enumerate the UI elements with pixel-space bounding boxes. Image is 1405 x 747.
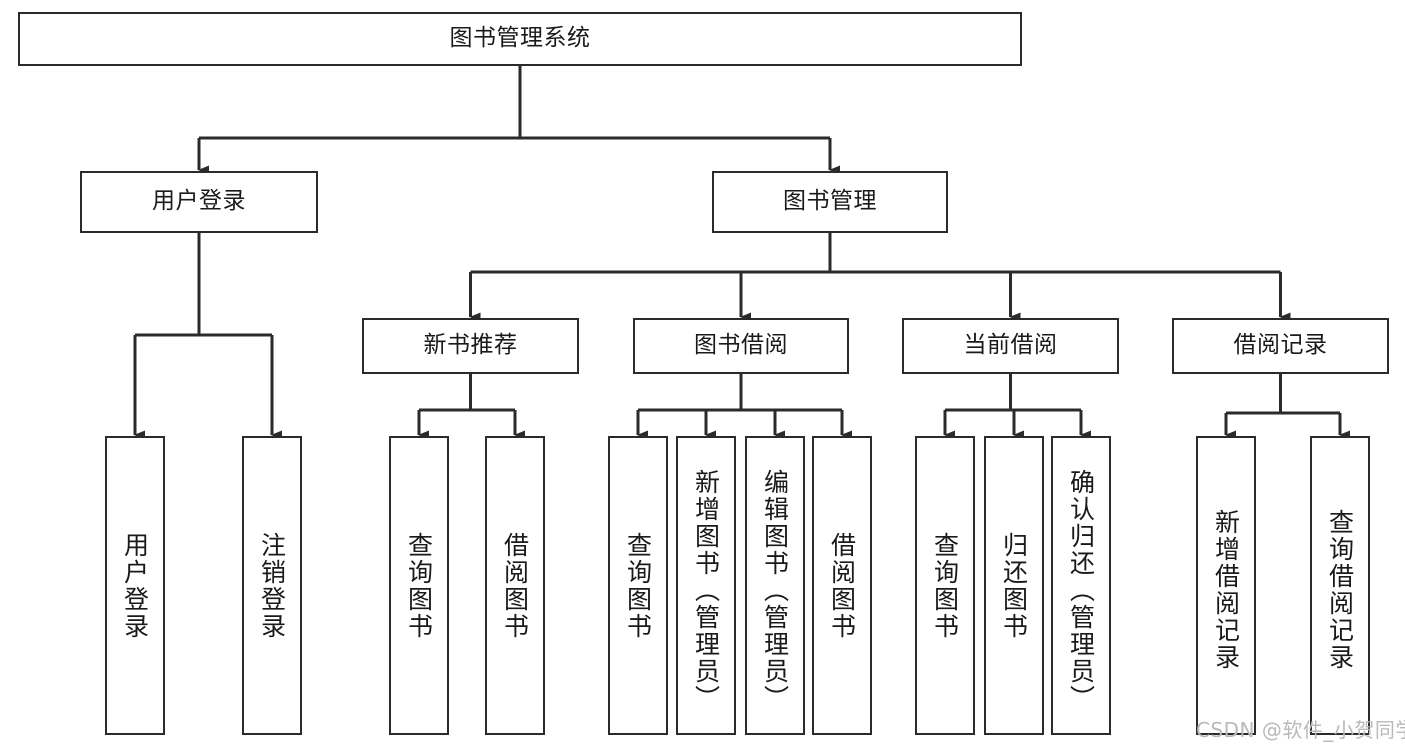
- node-label: 确认归还（管理员）: [1066, 468, 1096, 712]
- node-leaf-borrow-book-rec[interactable]: 借阅图书: [485, 436, 545, 735]
- node-label: 新增图书（管理员）: [691, 468, 721, 712]
- node-leaf-confirm-return[interactable]: 确认归还（管理员）: [1051, 436, 1111, 735]
- node-leaf-return-book[interactable]: 归还图书: [984, 436, 1044, 735]
- node-book-borrow[interactable]: 图书借阅: [633, 318, 849, 374]
- node-leaf-borrow-book[interactable]: 借阅图书: [812, 436, 872, 735]
- node-label: 新增借阅记录: [1211, 509, 1241, 671]
- node-label: 查询图书: [930, 531, 960, 640]
- node-label: 查询图书: [404, 531, 434, 640]
- node-label: 新书推荐: [423, 332, 518, 359]
- node-root[interactable]: 图书管理系统: [18, 12, 1022, 66]
- node-new-book-rec[interactable]: 新书推荐: [362, 318, 579, 374]
- node-label: 归还图书: [999, 531, 1029, 640]
- node-label: 图书管理: [783, 188, 877, 215]
- node-leaf-query-record[interactable]: 查询借阅记录: [1310, 436, 1370, 735]
- node-leaf-add-record[interactable]: 新增借阅记录: [1196, 436, 1256, 735]
- node-label: 借阅图书: [827, 531, 857, 640]
- node-label: 图书管理系统: [449, 25, 591, 52]
- node-label: 编辑图书（管理员）: [760, 468, 790, 712]
- node-borrow-record[interactable]: 借阅记录: [1172, 318, 1389, 374]
- node-leaf-add-book[interactable]: 新增图书（管理员）: [676, 436, 736, 735]
- node-label: 用户登录: [120, 531, 150, 640]
- watermark: CSDN @软件_小贺同学: [1196, 718, 1405, 742]
- node-current-borrow[interactable]: 当前借阅: [902, 318, 1119, 374]
- node-leaf-query-book-rec[interactable]: 查询图书: [389, 436, 449, 735]
- node-label: 当前借阅: [963, 332, 1058, 359]
- node-label: 用户登录: [152, 188, 246, 215]
- node-leaf-query-book[interactable]: 查询图书: [608, 436, 668, 735]
- node-leaf-edit-book[interactable]: 编辑图书（管理员）: [745, 436, 805, 735]
- node-label: 借阅记录: [1233, 332, 1328, 359]
- node-leaf-logout[interactable]: 注销登录: [242, 436, 302, 735]
- node-label: 查询图书: [623, 531, 653, 640]
- node-login[interactable]: 用户登录: [80, 171, 318, 233]
- node-label: 注销登录: [257, 531, 287, 640]
- node-label: 借阅图书: [500, 531, 530, 640]
- node-leaf-user-login[interactable]: 用户登录: [105, 436, 165, 735]
- edge-group: [133, 66, 1350, 440]
- node-book-admin[interactable]: 图书管理: [712, 171, 948, 233]
- node-label: 图书借阅: [694, 332, 788, 359]
- node-leaf-query-book-cur[interactable]: 查询图书: [915, 436, 975, 735]
- node-label: 查询借阅记录: [1325, 509, 1355, 671]
